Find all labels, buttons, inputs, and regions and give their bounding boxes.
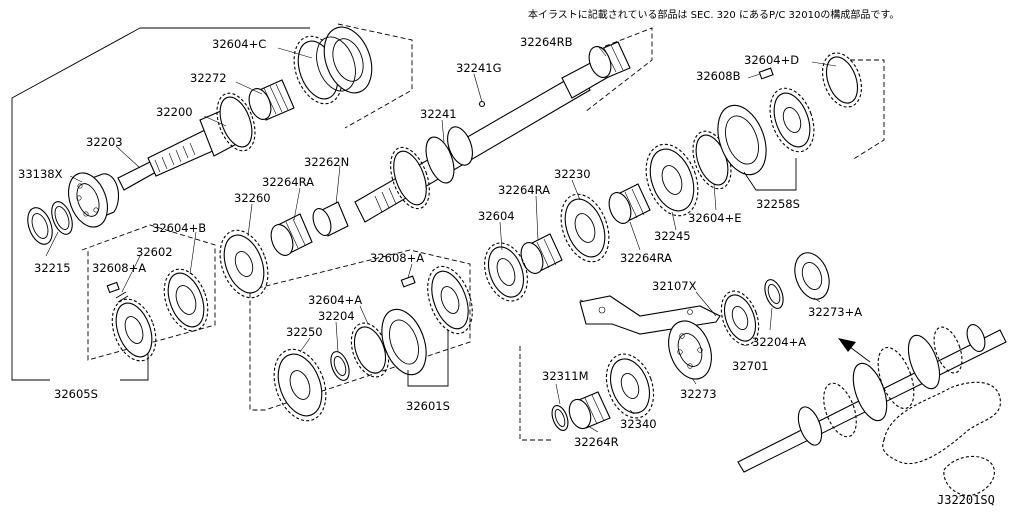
label-32264r: 32264R: [574, 435, 619, 449]
snap-ring-33138x: [27, 207, 53, 245]
gear-32340: [605, 353, 655, 419]
needle-bearing-32264rb: [588, 41, 631, 79]
coupling-sleeve-32605: [111, 298, 157, 362]
bearing-32203: [68, 172, 120, 228]
label-32230: 32230: [554, 167, 591, 181]
label-32262n: 32262N: [304, 155, 349, 169]
label-32272: 32272: [190, 71, 227, 85]
direction-arrow: [838, 338, 871, 363]
label-32204a: 32204+A: [752, 335, 806, 349]
label-32604e: 32604+E: [688, 211, 742, 225]
label-32604: 32604: [478, 209, 515, 223]
label-32340: 32340: [620, 417, 657, 431]
label-33138x: 33138X: [18, 167, 63, 181]
insert-32608a-mid: [400, 275, 416, 288]
needle-bearing-32272: [248, 79, 295, 121]
label-32273a: 32273+A: [808, 305, 862, 319]
label-32200: 32200: [156, 105, 193, 119]
part-labels: 32604+C 32272 32200 32203 33138X 32215 3…: [18, 35, 862, 449]
label-32258s: 32258S: [756, 197, 800, 211]
needle-bearing-32264ra-b: [520, 233, 563, 274]
label-32311m: 32311M: [542, 369, 589, 383]
leader-lines: [45, 45, 837, 433]
gear-32701: [720, 290, 760, 346]
snap-ring-32204a: [764, 279, 784, 309]
insert-32608a-left: [106, 281, 120, 294]
snap-ring-32204: [330, 351, 350, 381]
header-note: 本イラストに記載されている部品は SEC. 320 にあるP/C 32010の構…: [528, 8, 899, 21]
label-32608a-mid: 32608+A: [370, 251, 424, 265]
label-32605s: 32605S: [54, 387, 98, 401]
label-32215: 32215: [34, 261, 71, 275]
label-32264ra-c: 32264RA: [620, 251, 672, 265]
label-32273: 32273: [680, 387, 717, 401]
label-32604c: 32604+C: [212, 37, 266, 51]
needle-bearing-32264r: [568, 391, 611, 430]
spring-32602: [115, 291, 129, 303]
bearing-32273: [668, 320, 712, 380]
label-32245: 32245: [654, 229, 691, 243]
label-32604b: 32604+B: [152, 221, 206, 235]
group-bracket-32605s: [11, 27, 310, 381]
synchro-ring-32604d: [822, 52, 862, 108]
synchro-hub-32601: [381, 265, 473, 387]
gear-32245: [645, 143, 699, 217]
label-32264rb: 32264RB: [520, 35, 573, 49]
dashed-group-boxes: [81, 23, 885, 441]
label-32107x: 32107X: [652, 279, 697, 293]
label-32608b: 32608B: [696, 69, 741, 83]
synchro-ring-32604b: [163, 268, 209, 332]
collar-32262n: [312, 201, 349, 237]
label-32701: 32701: [732, 359, 769, 373]
gear-32260: [219, 229, 269, 299]
label-32602: 32602: [136, 245, 173, 259]
label-32241g: 32241G: [456, 61, 502, 75]
label-32250: 32250: [286, 325, 323, 339]
label-32604a: 32604+A: [308, 293, 362, 307]
snap-ring-32311m: [551, 405, 569, 431]
label-32608a-left: 32608+A: [92, 261, 146, 275]
label-32203: 32203: [86, 135, 123, 149]
bearing-32273a: [794, 252, 830, 300]
catalog-code: J32201SQ: [937, 493, 995, 507]
synchro-hub-32604c: [293, 26, 373, 105]
synchro-assembly-32258s: [692, 87, 815, 191]
gear-32250: [273, 348, 327, 422]
synchro-ring-32604: [484, 242, 528, 302]
needle-bearing-32264ra-c: [608, 183, 651, 224]
main-drive-shaft-32200: [117, 92, 256, 191]
snap-ring-32215: [51, 201, 73, 235]
gear-outline-background: [882, 381, 1001, 496]
needle-bearing-32264ra-a: [270, 213, 313, 256]
insert-32608b: [758, 67, 774, 80]
label-32601s: 32601S: [406, 399, 450, 413]
label-32204: 32204: [318, 309, 355, 323]
countershaft-32241: [354, 57, 611, 223]
gear-32230: [560, 193, 610, 263]
label-32264ra-b: 32264RA: [498, 183, 550, 197]
label-32604d: 32604+D: [744, 53, 799, 67]
assembled-shaft-illustration: [737, 324, 1007, 473]
label-32260: 32260: [234, 191, 271, 205]
label-32264ra-a: 32264RA: [262, 175, 314, 189]
label-32241: 32241: [420, 107, 457, 121]
